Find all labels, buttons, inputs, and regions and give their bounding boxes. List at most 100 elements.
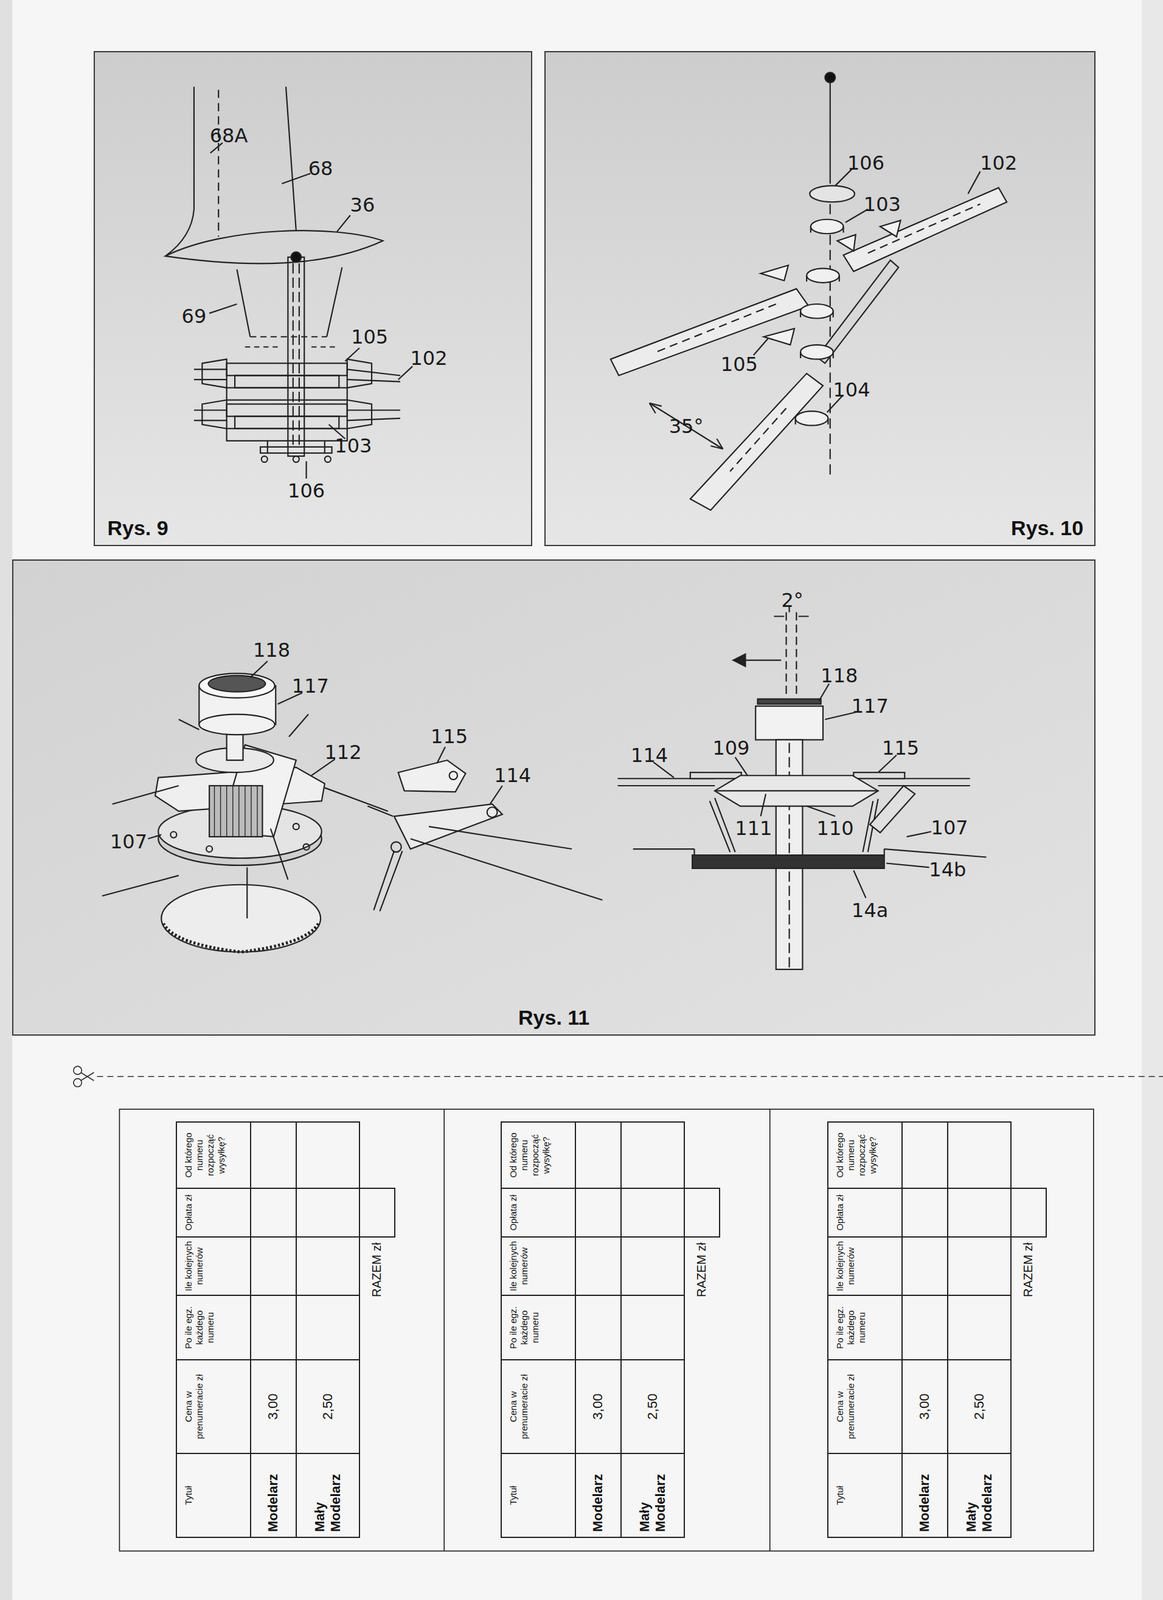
rys11-drawing-part bbox=[692, 855, 885, 869]
table-cell: 2,50 bbox=[295, 1359, 361, 1455]
figure-panel: Rys. 11 bbox=[12, 559, 1096, 1037]
rys11-drawing-part bbox=[214, 785, 258, 837]
rys10-drawing-part bbox=[795, 418, 829, 425]
table-price: 2,50 bbox=[644, 1393, 660, 1420]
rys9-drawing-part bbox=[226, 388, 348, 401]
callout-number: 111 bbox=[734, 818, 772, 839]
table-cell bbox=[901, 1121, 949, 1190]
table-cell: Tytuł bbox=[500, 1453, 577, 1539]
table-cell: Modelarz bbox=[249, 1453, 297, 1539]
rys9-drawing-part bbox=[267, 440, 325, 454]
callout-number: 115 bbox=[881, 738, 920, 758]
cut-line bbox=[73, 1066, 1163, 1087]
page-ground-part bbox=[93, 51, 532, 547]
rys11-drawing-part bbox=[487, 807, 498, 818]
rys10-drawing-part bbox=[829, 79, 831, 184]
table-cell: Cena w prenumeracie zł bbox=[827, 1359, 903, 1455]
rys11-drawing-part bbox=[786, 612, 797, 697]
rys11-drawing-part bbox=[755, 706, 823, 740]
table-cell: Ile kolejnych numerów bbox=[500, 1236, 577, 1297]
table-cell bbox=[574, 1236, 622, 1297]
rys11-drawing-part bbox=[161, 885, 321, 953]
rys10-drawing-part bbox=[690, 373, 823, 511]
rys11-drawing-part bbox=[163, 923, 319, 953]
table-cell: Mały Modelarz bbox=[295, 1453, 361, 1539]
rys9-drawing-part bbox=[260, 447, 333, 454]
rys11-drawing-part bbox=[198, 673, 275, 698]
callout-number: 14a bbox=[851, 900, 889, 921]
rys10-drawing-part bbox=[800, 311, 834, 318]
rys11-drawing-part bbox=[709, 798, 879, 853]
page-ground-part bbox=[544, 51, 1096, 547]
rys11-drawing-part bbox=[732, 654, 746, 667]
rys9-drawing-part bbox=[234, 375, 339, 388]
rys11-drawing-part bbox=[198, 714, 275, 736]
rys10-drawing-part bbox=[806, 275, 840, 282]
table-cell bbox=[295, 1187, 361, 1238]
rys11-drawing-part bbox=[293, 823, 300, 830]
rys10-drawing-part bbox=[800, 304, 834, 319]
rys9-drawing-part bbox=[217, 90, 219, 238]
callout-number: 110 bbox=[816, 818, 855, 839]
callout-number: 106 bbox=[287, 481, 325, 501]
callout-number: 68A bbox=[209, 125, 249, 146]
table-cell bbox=[620, 1187, 685, 1238]
table-cell: Od którego numeru rozpocząć wysyłkę? bbox=[827, 1121, 903, 1190]
rys11-drawing-part bbox=[853, 772, 905, 779]
callout-number: 102 bbox=[409, 348, 448, 368]
table-cell: 3,00 bbox=[901, 1359, 949, 1455]
rys9-drawing-part bbox=[209, 142, 413, 479]
table-cell: Cena w prenumeracie zł bbox=[500, 1359, 577, 1455]
table-title: Modelarz bbox=[590, 1473, 606, 1532]
table-header: Cena w prenumeracie zł bbox=[507, 1363, 530, 1451]
table-header: Cena w prenumeracie zł bbox=[834, 1363, 857, 1451]
callout-number: 107 bbox=[110, 832, 148, 852]
rys10-drawing-part bbox=[653, 304, 776, 354]
rys11-drawing-part bbox=[714, 775, 879, 806]
table-title: Modelarz bbox=[265, 1473, 282, 1532]
table-cell bbox=[249, 1236, 297, 1297]
table-cell: Od którego numeru rozpocząć wysyłkę? bbox=[500, 1121, 577, 1190]
callout-number: 14b bbox=[928, 860, 966, 880]
rys11-drawing-part bbox=[773, 615, 809, 617]
total-label: RAZEM zł bbox=[694, 1242, 709, 1298]
rys11-drawing-part bbox=[206, 846, 213, 853]
total-label-area: RAZEM zł bbox=[358, 1242, 395, 1356]
figure-panel: Rys. 9 bbox=[93, 51, 532, 547]
rys10-drawing-part bbox=[806, 268, 840, 283]
callout-number: 36 bbox=[350, 195, 376, 215]
rys9-drawing-part bbox=[285, 86, 297, 232]
table-cell: 2,50 bbox=[620, 1359, 685, 1455]
table-cell bbox=[1010, 1187, 1047, 1238]
rys9-drawing-part bbox=[226, 403, 348, 417]
rys11-drawing-part bbox=[653, 605, 932, 899]
table-header: Ile kolejnych numerów bbox=[507, 1240, 530, 1293]
table-cell: 2,50 bbox=[947, 1359, 1012, 1455]
table-header: Od którego numeru rozpocząć wysyłkę? bbox=[183, 1125, 227, 1186]
rys9-drawing-part bbox=[201, 359, 372, 429]
table-cell: Po ile egz. każdego numeru bbox=[500, 1294, 577, 1361]
table-cell: Po ile egz. każdego numeru bbox=[175, 1294, 252, 1361]
table-header: Po ile egz. każdego numeru bbox=[183, 1298, 216, 1358]
table-cell: Po ile egz. każdego numeru bbox=[827, 1294, 903, 1361]
rys11-drawing-part bbox=[209, 785, 263, 837]
rys10-drawing-part bbox=[649, 403, 724, 450]
table-cell bbox=[620, 1236, 685, 1297]
callout-number: 102 bbox=[979, 153, 1018, 173]
rys10-drawing-part bbox=[800, 352, 834, 359]
rys9-drawing-part bbox=[290, 251, 302, 263]
table-cell bbox=[295, 1294, 361, 1361]
table-cell bbox=[249, 1294, 297, 1361]
table-cell: Cena w prenumeracie zł bbox=[175, 1359, 252, 1455]
total-label: RAZEM zł bbox=[1020, 1242, 1036, 1298]
rys11-drawing-part bbox=[398, 760, 466, 792]
table-price: 2,50 bbox=[970, 1393, 987, 1420]
table-cell: Mały Modelarz bbox=[620, 1453, 685, 1539]
table-title: Mały Modelarz bbox=[962, 1459, 996, 1533]
table-cell bbox=[901, 1187, 949, 1238]
callout-number: 118 bbox=[253, 640, 291, 660]
callout-number: 114 bbox=[493, 765, 532, 786]
rys11-drawing-part bbox=[449, 771, 458, 780]
table-header: Cena w prenumeracie zł bbox=[183, 1363, 205, 1451]
table-header: Po ile egz. każdego numeru bbox=[507, 1298, 541, 1358]
